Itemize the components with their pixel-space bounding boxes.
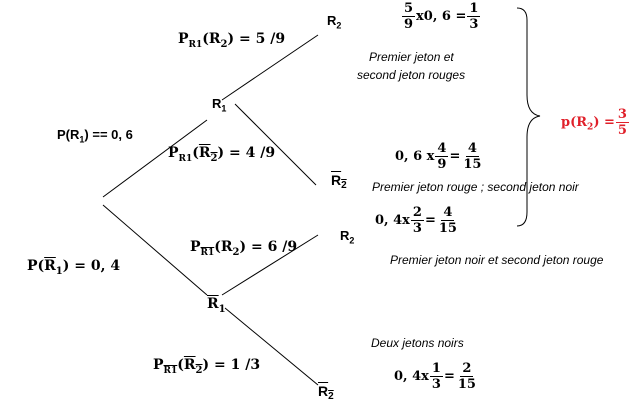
leaf-r2-second: R2 [340, 228, 355, 246]
caption-2: Premier jeton rouge ; second jeton noir [372, 180, 579, 194]
prob-r1-r2bar-label: PR1(R2) = 4 /9 [168, 145, 276, 164]
prob-r1-label: P(R1) == 0, 6 [57, 127, 133, 145]
prob-r1bar-label: P(R1) = 0, 4 [27, 258, 121, 277]
leaf-r2-top: R2 [327, 13, 342, 31]
caption-1-line-1: Premier jeton et [369, 50, 454, 64]
prob-r1-r2-label: PR1(R2) = 5 /9 [178, 31, 286, 50]
leaf-r2bar-1: R2 [331, 172, 347, 191]
prob-r1bar-r2-label: PR1(R2) = 6 /9 [190, 239, 298, 258]
branch-line-r1-r2bar [234, 103, 317, 186]
leaf-r2bar-2: R2 [318, 383, 334, 402]
branch-line-root-r1bar [102, 204, 208, 296]
branch-line-root-r1 [102, 119, 208, 198]
branch-line-r1bar-r2 [221, 234, 319, 296]
caption-4: Deux jetons noirs [371, 336, 464, 350]
caption-3: Premier jeton noir et second jeton rouge [390, 253, 604, 267]
branch-line-r1bar-r2bar [224, 307, 319, 386]
prob-r1bar-r2bar-label: PR1(R2) = 1 /3 [153, 357, 261, 376]
caption-1-line-2: second jeton rouges [357, 68, 466, 82]
curly-brace [516, 7, 541, 227]
node-r1: R1 [212, 96, 227, 114]
branch-line-r1-r2 [221, 34, 319, 101]
node-r1bar: R1 [207, 296, 226, 315]
